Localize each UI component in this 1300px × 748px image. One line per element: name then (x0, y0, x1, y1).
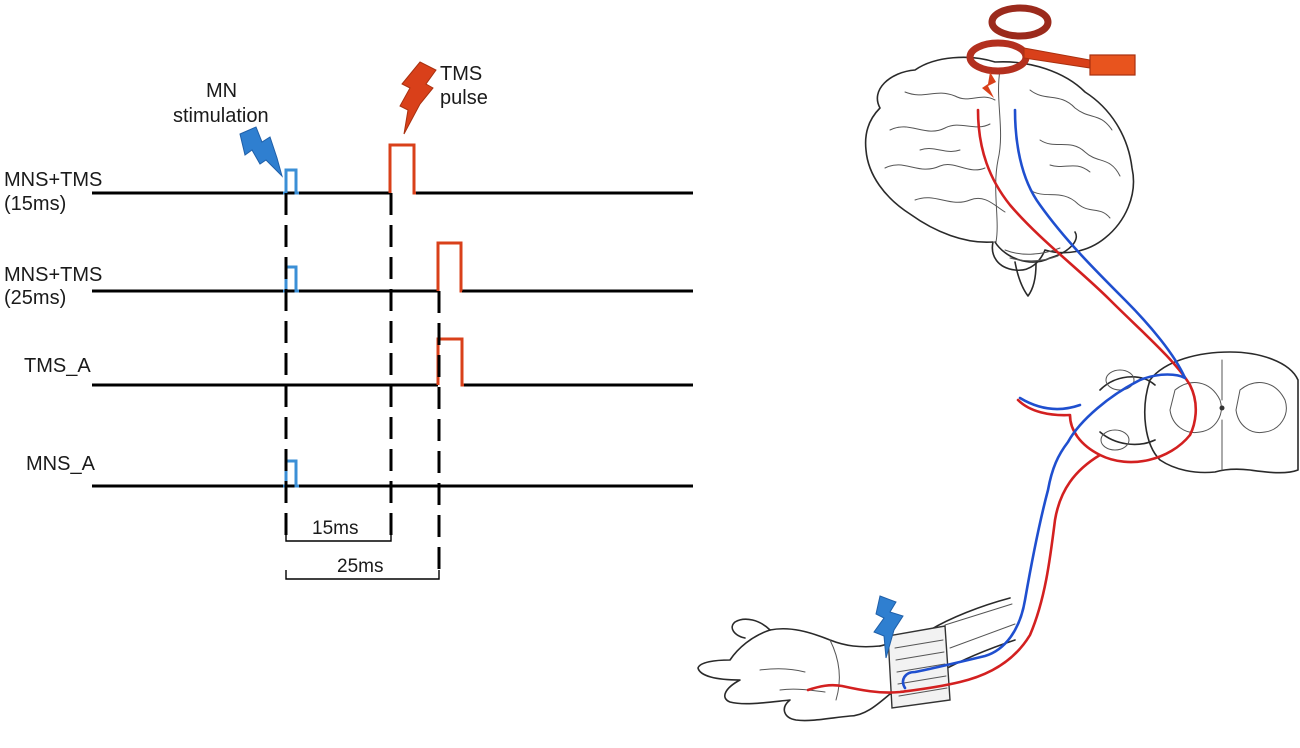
arm-hand-icon (697, 595, 1016, 722)
interval-label-15ms: 15ms (312, 518, 358, 539)
timing-diagram: MNS+TMS (15ms) MNS+TMS (25ms) TMS_A MNS_… (4, 61, 693, 580)
mn-stimulation-label-line2: stimulation (173, 105, 269, 127)
mn-pulse-row1 (283, 168, 299, 195)
efferent-nerve-path (806, 108, 1198, 694)
row-label-mns-tms-15-line1: MNS+TMS (4, 169, 102, 191)
afferent-nerve-path (901, 108, 1187, 690)
tms-pulse-label-line1: TMS (440, 63, 482, 85)
interval-bracket-15ms (285, 532, 392, 542)
blue-lightning-icon (239, 126, 283, 178)
interval-label-25ms: 25ms (337, 556, 383, 577)
row-label-tms-a: TMS_A (24, 355, 91, 377)
row-label-mns-tms-25-line2: (25ms) (4, 287, 66, 309)
nerve-pathways (806, 108, 1198, 694)
row-label-mns-a: MNS_A (26, 453, 96, 475)
electrode-lightning-icon (873, 595, 904, 659)
interval-bracket-25ms (285, 570, 440, 580)
red-lightning-icon (399, 61, 437, 135)
tms-coil-icon (966, 4, 1136, 98)
tms-pulse-row3 (436, 337, 464, 387)
brain-icon (864, 56, 1135, 297)
mn-stimulation-label-line1: MN (206, 80, 237, 102)
tms-pulse-row1 (388, 143, 416, 195)
spinal-cord-icon (1099, 351, 1299, 474)
anatomy-illustration (697, 4, 1299, 722)
tms-pulse-label-line2: pulse (440, 87, 488, 109)
row-label-mns-tms-25-line1: MNS+TMS (4, 264, 102, 286)
row-label-mns-tms-15-line2: (15ms) (4, 193, 66, 215)
tms-pulse-row2 (436, 241, 463, 293)
